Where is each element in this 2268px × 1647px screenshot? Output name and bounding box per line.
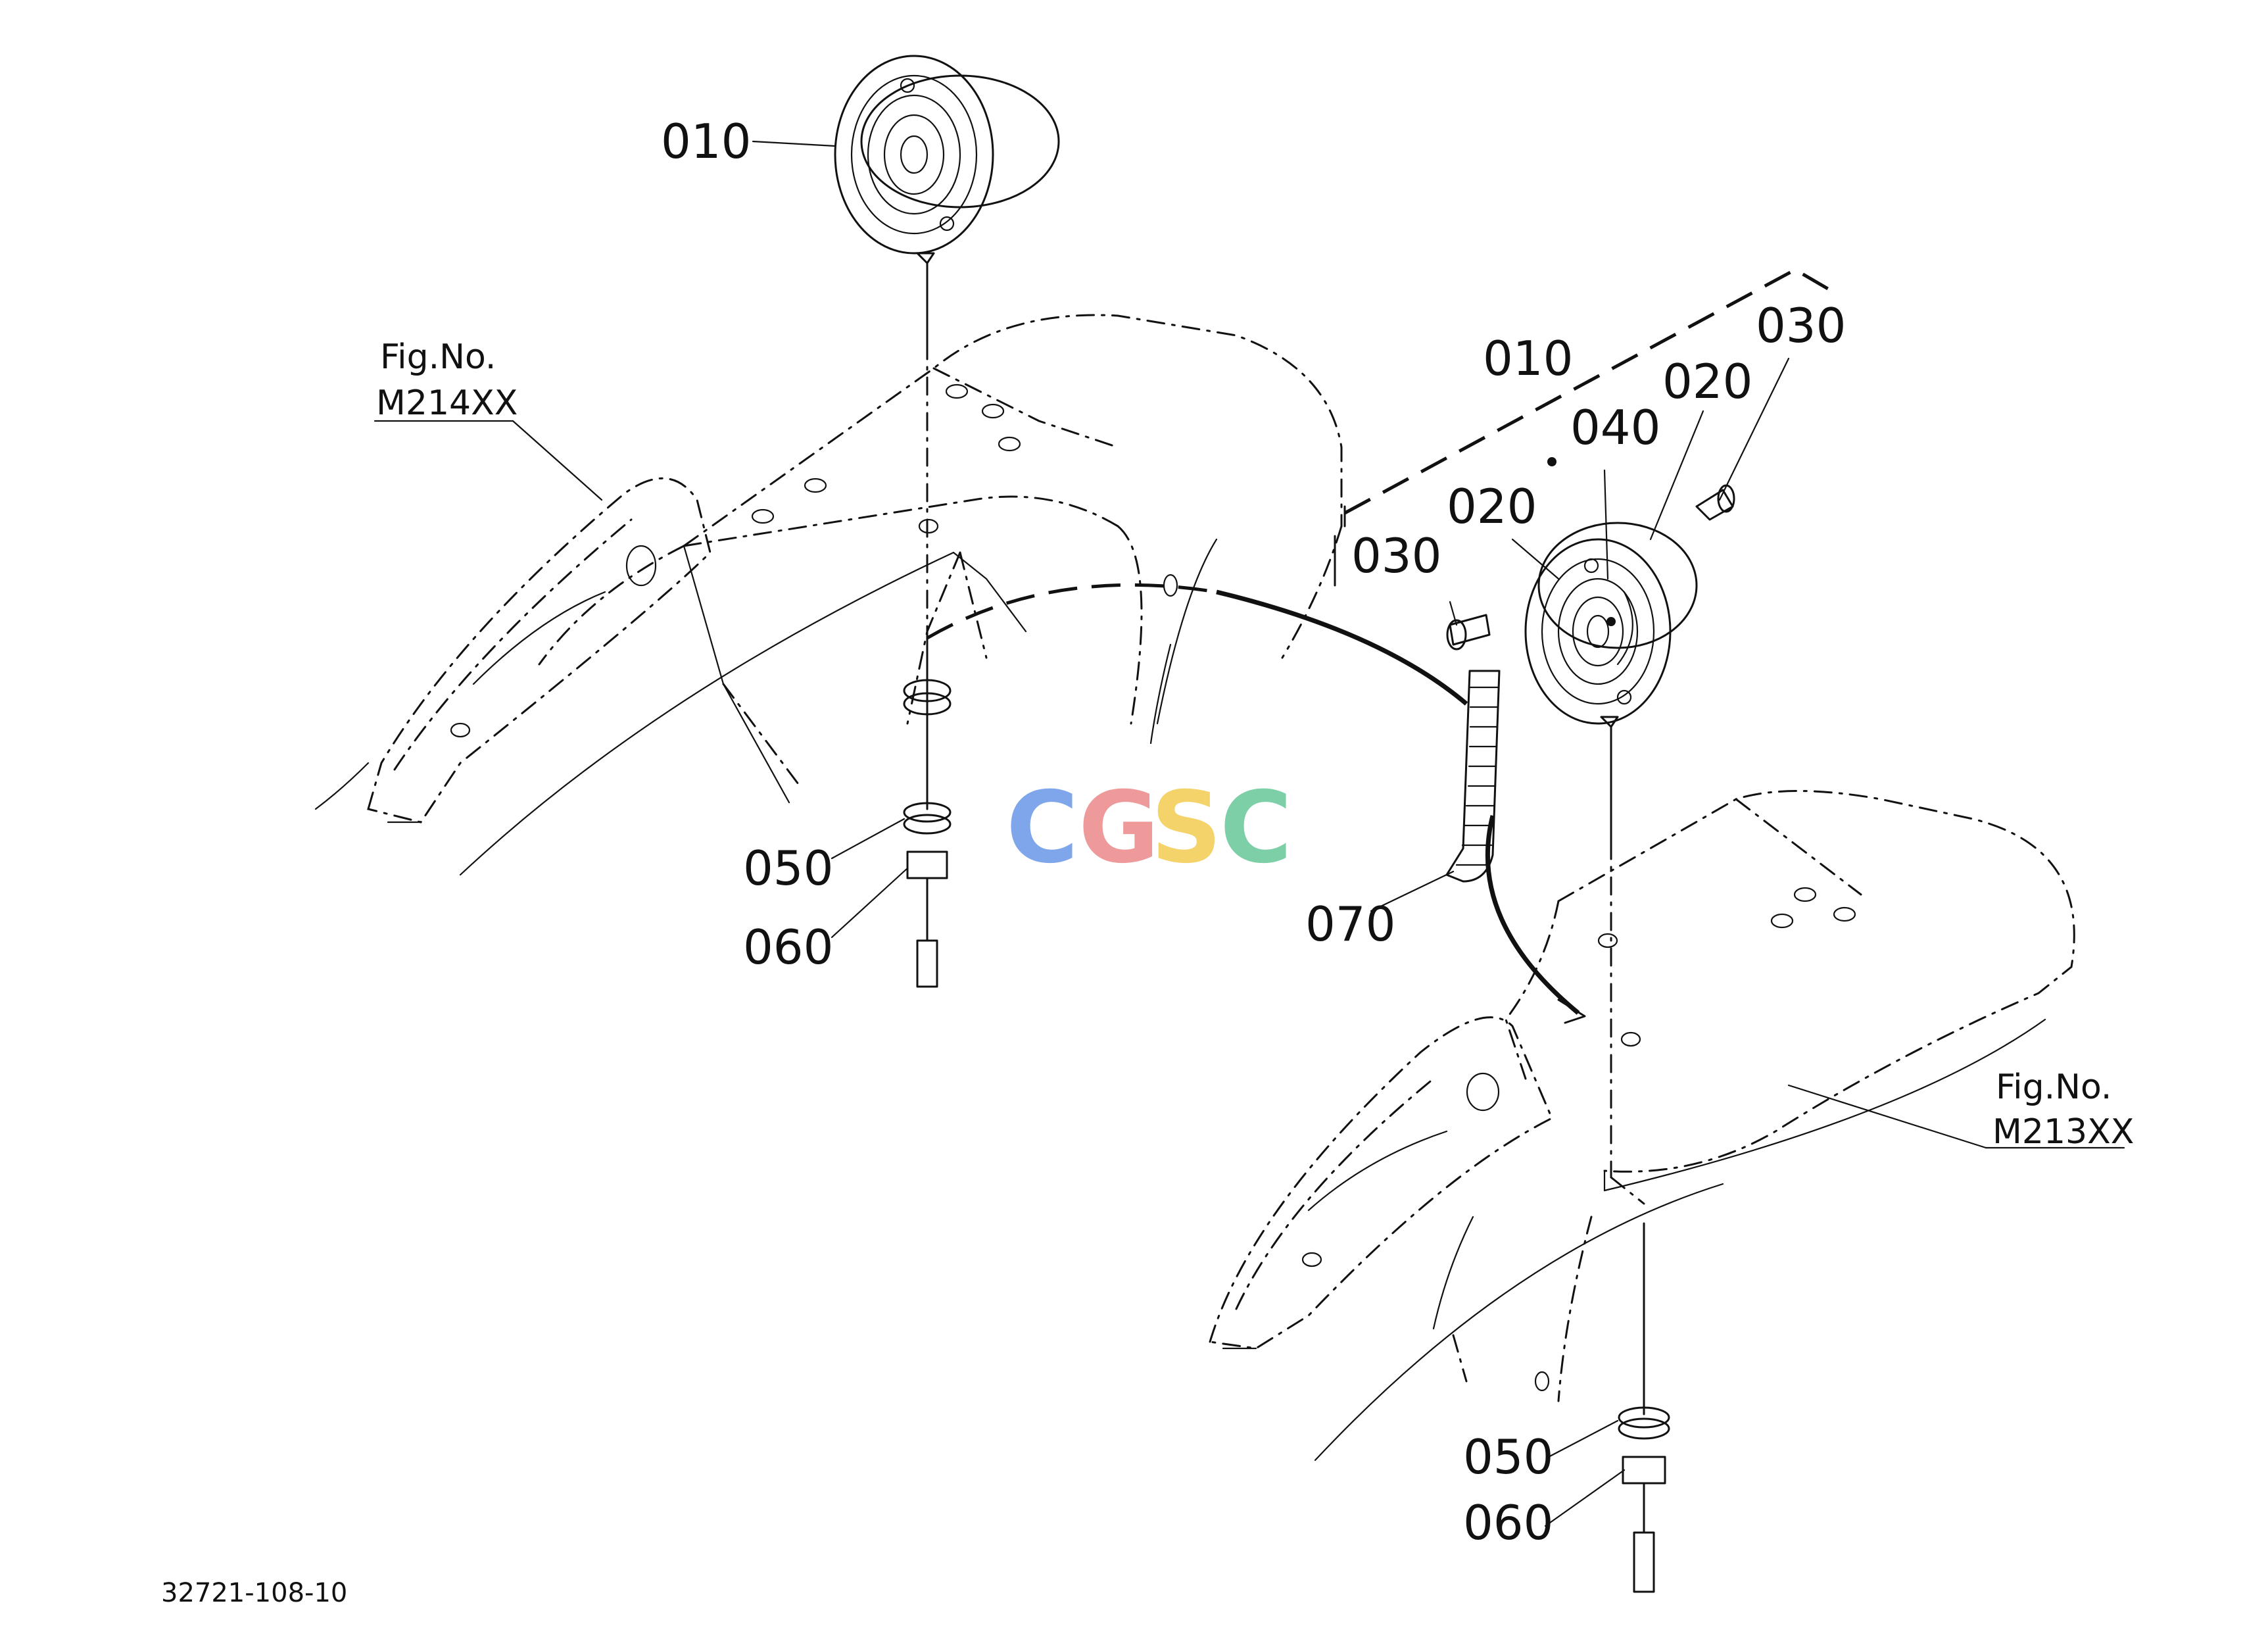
- right-lamp: [1524, 522, 1698, 843]
- watermark-letter-g: G: [1078, 771, 1159, 885]
- right-bolt-stack: [1610, 841, 1670, 1593]
- callout-060-left: 060: [743, 920, 833, 975]
- left-fender-outline: [314, 314, 1343, 876]
- watermark-letter-c2: C: [1220, 771, 1292, 885]
- leader-070: [1370, 870, 1455, 912]
- callout-010-right: 010: [1483, 331, 1573, 386]
- watermark-letter-s: S: [1151, 771, 1222, 885]
- corrugated-tube: [1445, 670, 1501, 883]
- left-bolt-stack: [903, 341, 961, 988]
- callout-030-right: 030: [1351, 528, 1441, 583]
- right-fender-outline: [1209, 790, 2075, 1462]
- callout-060-right: 060: [1463, 1495, 1553, 1550]
- left-lamp: [834, 55, 1060, 343]
- drawing-number: 32721-108-10: [161, 1578, 347, 1608]
- callout-020-right: 020: [1447, 479, 1537, 534]
- fig-ref-left-line1: Fig.No.: [380, 337, 496, 377]
- callout-030-right-top: 030: [1756, 298, 1846, 353]
- connecting-harness: [926, 583, 1586, 1024]
- right-leaders: [1449, 357, 2125, 1527]
- right-screws: [1446, 457, 1735, 666]
- callout-010-left: 010: [661, 114, 751, 169]
- callout-040-right: 040: [1570, 400, 1660, 455]
- fig-ref-right-line2: M213XX: [1992, 1112, 2134, 1152]
- callout-070: 070: [1305, 897, 1395, 952]
- callout-050-right: 050: [1463, 1429, 1553, 1485]
- callout-050-left: 050: [743, 841, 833, 896]
- left-leaders: [374, 140, 909, 939]
- watermark-letter-c1: C: [1006, 771, 1078, 885]
- fig-ref-right-line1: Fig.No.: [1996, 1068, 2111, 1107]
- right-kit-bracket: [1334, 268, 1836, 587]
- callout-020-right-top: 020: [1662, 354, 1752, 409]
- cgsc-watermark: C G S C: [1006, 771, 1292, 885]
- fig-ref-left-line2: M214XX: [376, 383, 518, 423]
